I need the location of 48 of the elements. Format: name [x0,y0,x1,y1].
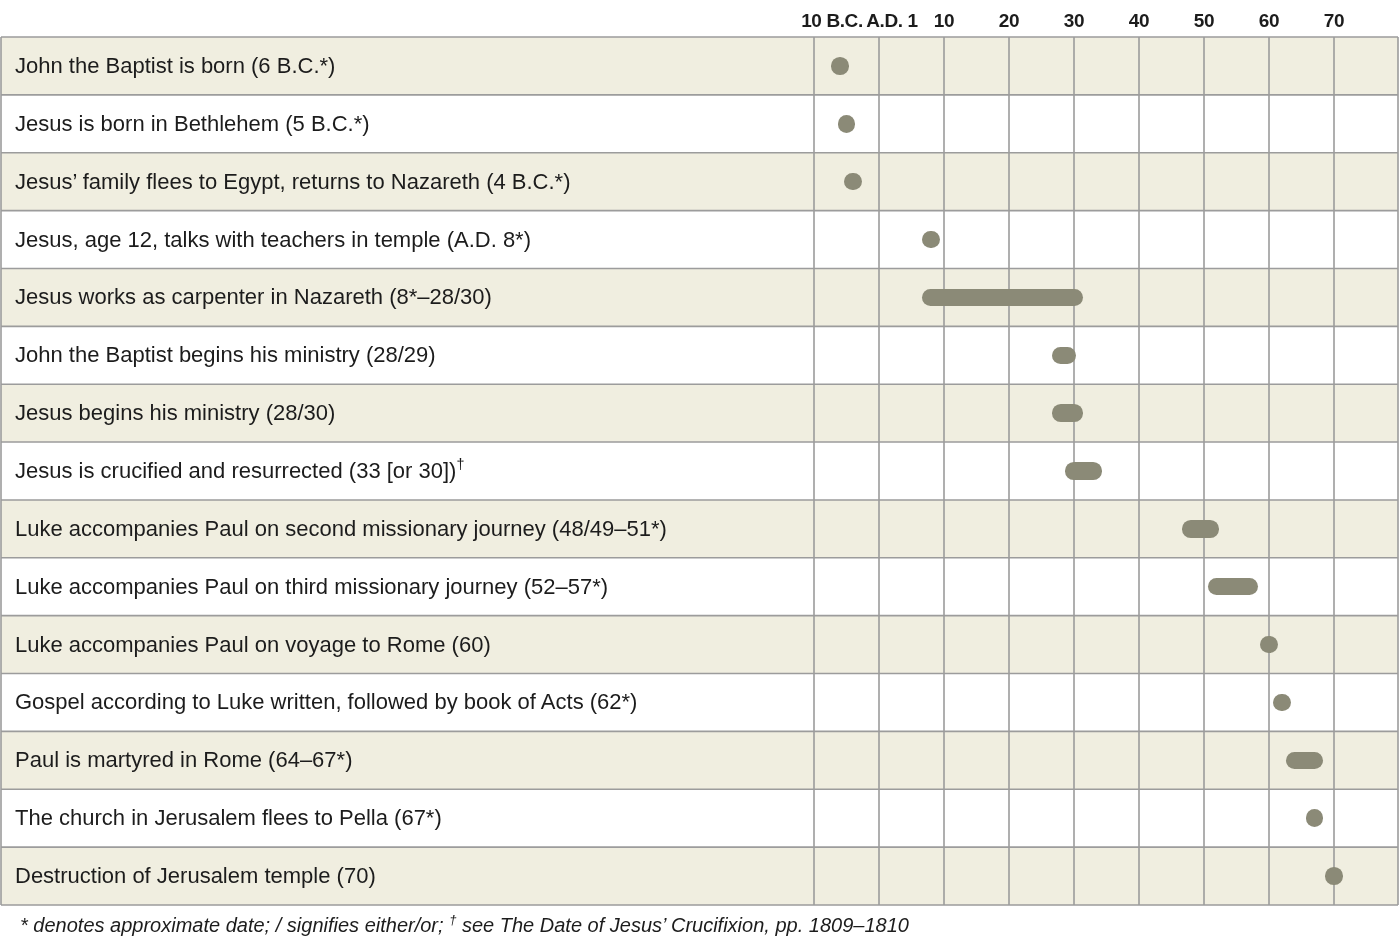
axis-tick-label: 60 [1258,10,1280,33]
table-row [1,37,1398,95]
timeline-bar [1065,462,1103,480]
axis-tick-label: 10 B.C. [801,10,863,33]
timeline-dot [1305,809,1324,827]
timeline-dot [844,172,862,191]
axis-tick-label: 40 [1128,10,1150,33]
event-label: John the Baptist begins his ministry (28/29) [15,342,436,369]
table-row [1,499,1398,558]
axis-tick-label: 70 [1323,10,1345,33]
axis-tick-label: 20 [998,10,1020,33]
event-label: Gospel according to Luke written, followed by book of Acts (62*) [15,689,638,716]
timeline-dot [1260,635,1278,654]
event-label: Destruction of Jerusalem temple (70) [15,862,376,890]
footnote: * denotes approximate date; / signifies either/or; $^{†}$ see The Date of Jesus’ Crucifixion, pp. 1809–1810 [20,913,909,937]
timeline-bar [1052,404,1083,422]
event-label: Luke accompanies Paul on third missionary journey (52–57*) [15,573,609,600]
table-row [1,152,1398,211]
timeline-dot [831,57,849,75]
event-label: Jesus’ family flees to Egypt, returns to Nazareth (4 B.C.*) [15,168,571,195]
timeline-dot [1325,867,1343,885]
table-row [1,847,1398,905]
event-label: Jesus is born in Bethlehem (5 B.C.*) [15,110,370,137]
event-label: Jesus begins his ministry (28/30) [15,399,336,427]
timeline-bar [922,288,1083,307]
axis-tick-label: A.D. 1 [866,10,918,33]
event-label: Paul is martyred in Rome (64–67*) [15,747,353,774]
event-label: Jesus is crucified and resurrected (33 [or 30])$^{†}$ [15,457,465,485]
axis-tick-label: 50 [1193,10,1215,33]
table-row [1,731,1398,790]
event-label: Jesus works as carpenter in Nazareth (8*–28/30) [15,284,492,311]
axis-tick-label: 10 [933,10,955,33]
axis-tick-label: 30 [1063,10,1085,33]
timeline-bar [1052,346,1077,364]
timeline-dot [1273,693,1291,712]
table-row [1,384,1398,443]
timeline-bar [1286,751,1324,770]
table-row [1,268,1398,327]
timeline-bar [1208,577,1259,596]
timeline-dot [922,230,940,249]
event-label: Jesus, age 12, talks with teachers in temple (A.D. 8*) [15,226,531,253]
event-label: Luke accompanies Paul on voyage to Rome (60) [15,631,491,658]
table-row [1,615,1398,674]
event-label: Luke accompanies Paul on second missionary journey (48/49–51*) [15,515,667,543]
event-label: John the Baptist is born (6 B.C.*) [15,52,336,80]
event-label: The church in Jerusalem flees to Pella (67*) [15,805,442,832]
timeline-dot [837,115,856,133]
timeline-bar [1182,520,1220,538]
